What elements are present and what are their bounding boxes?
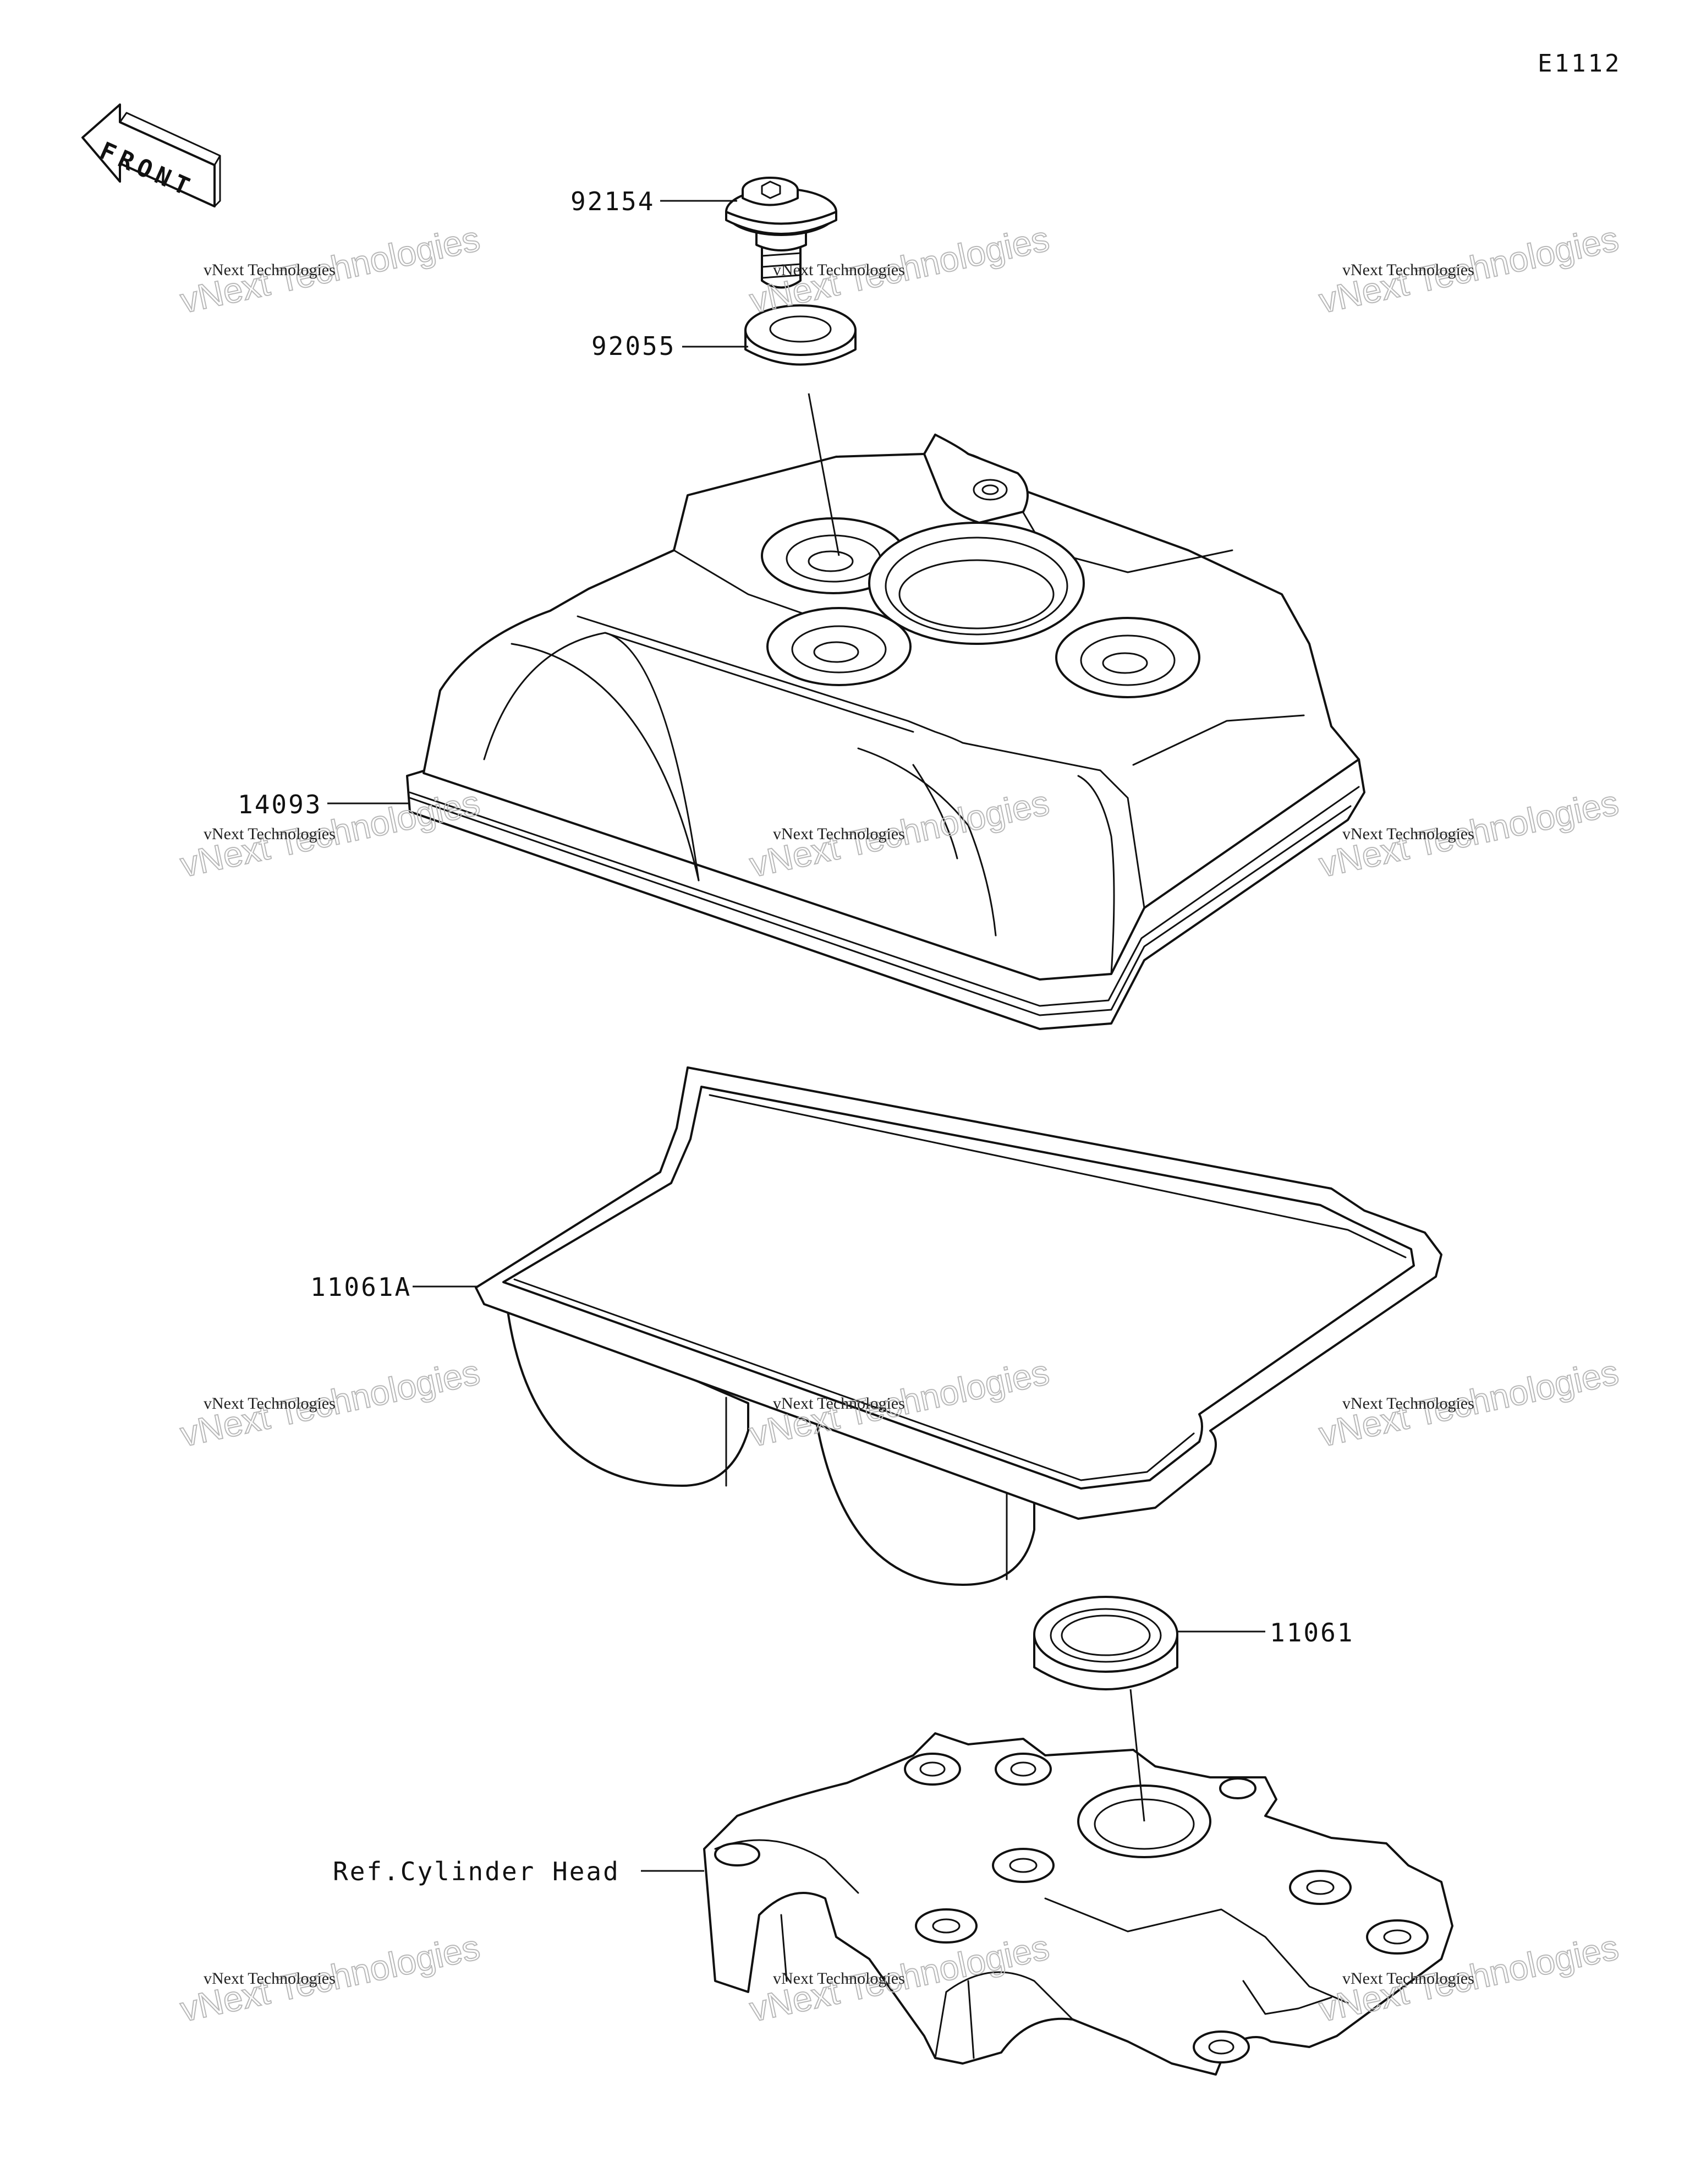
diagram-code: E1112: [1538, 50, 1621, 78]
callout-14093: 14093: [238, 790, 322, 819]
svg-text:vNext Technologies: vNext Technologies: [1342, 1969, 1474, 1988]
watermark: vNext Technologies vNext Technologies: [177, 218, 484, 321]
watermark: vNext Technologies vNext Technologies: [177, 1351, 484, 1455]
watermark: vNext Technologies vNext Technologies: [177, 782, 484, 885]
cylinder-head-cover-icon: [406, 434, 1365, 1030]
svg-text:vNext Technologies: vNext Technologies: [773, 1394, 905, 1413]
bolt-icon: [725, 177, 837, 289]
front-arrow-icon: FRONT: [81, 103, 221, 207]
svg-text:vNext Technologies: vNext Technologies: [1342, 261, 1474, 279]
svg-text:vNext Technologies: vNext Technologies: [1342, 825, 1474, 843]
callout-11061: 11061: [1270, 1618, 1354, 1647]
cover-gasket-icon: [475, 1066, 1442, 1586]
svg-text:vNext Technologies: vNext Technologies: [1342, 1394, 1474, 1413]
watermark: vNext Technologies vNext Technologies: [177, 1926, 484, 2030]
svg-text:vNext Technologies: vNext Technologies: [773, 261, 905, 279]
leader-lines: [327, 200, 1265, 1872]
watermark: vNext Technologies vNext Technologies: [1315, 1351, 1623, 1455]
grommet-icon: [744, 304, 857, 366]
callout-92154: 92154: [570, 187, 655, 216]
callout-11061A: 11061A: [310, 1272, 411, 1302]
callout-92055: 92055: [591, 331, 676, 361]
svg-text:vNext Technologies: vNext Technologies: [204, 261, 336, 279]
plug-hole-gasket-icon: [1033, 1596, 1178, 1690]
callout-ref-cylinder-head: Ref.Cylinder Head: [333, 1857, 620, 1886]
cylinder-head-icon: [703, 1732, 1453, 2076]
svg-text:vNext Technologies: vNext Technologies: [204, 1969, 336, 1988]
watermark: vNext Technologies vNext Technologies: [1315, 218, 1623, 321]
svg-text:vNext Technologies: vNext Technologies: [773, 1969, 905, 1988]
svg-text:vNext Technologies: vNext Technologies: [773, 825, 905, 843]
svg-text:vNext Technologies: vNext Technologies: [204, 1394, 336, 1413]
svg-text:vNext Technologies: vNext Technologies: [204, 825, 336, 843]
